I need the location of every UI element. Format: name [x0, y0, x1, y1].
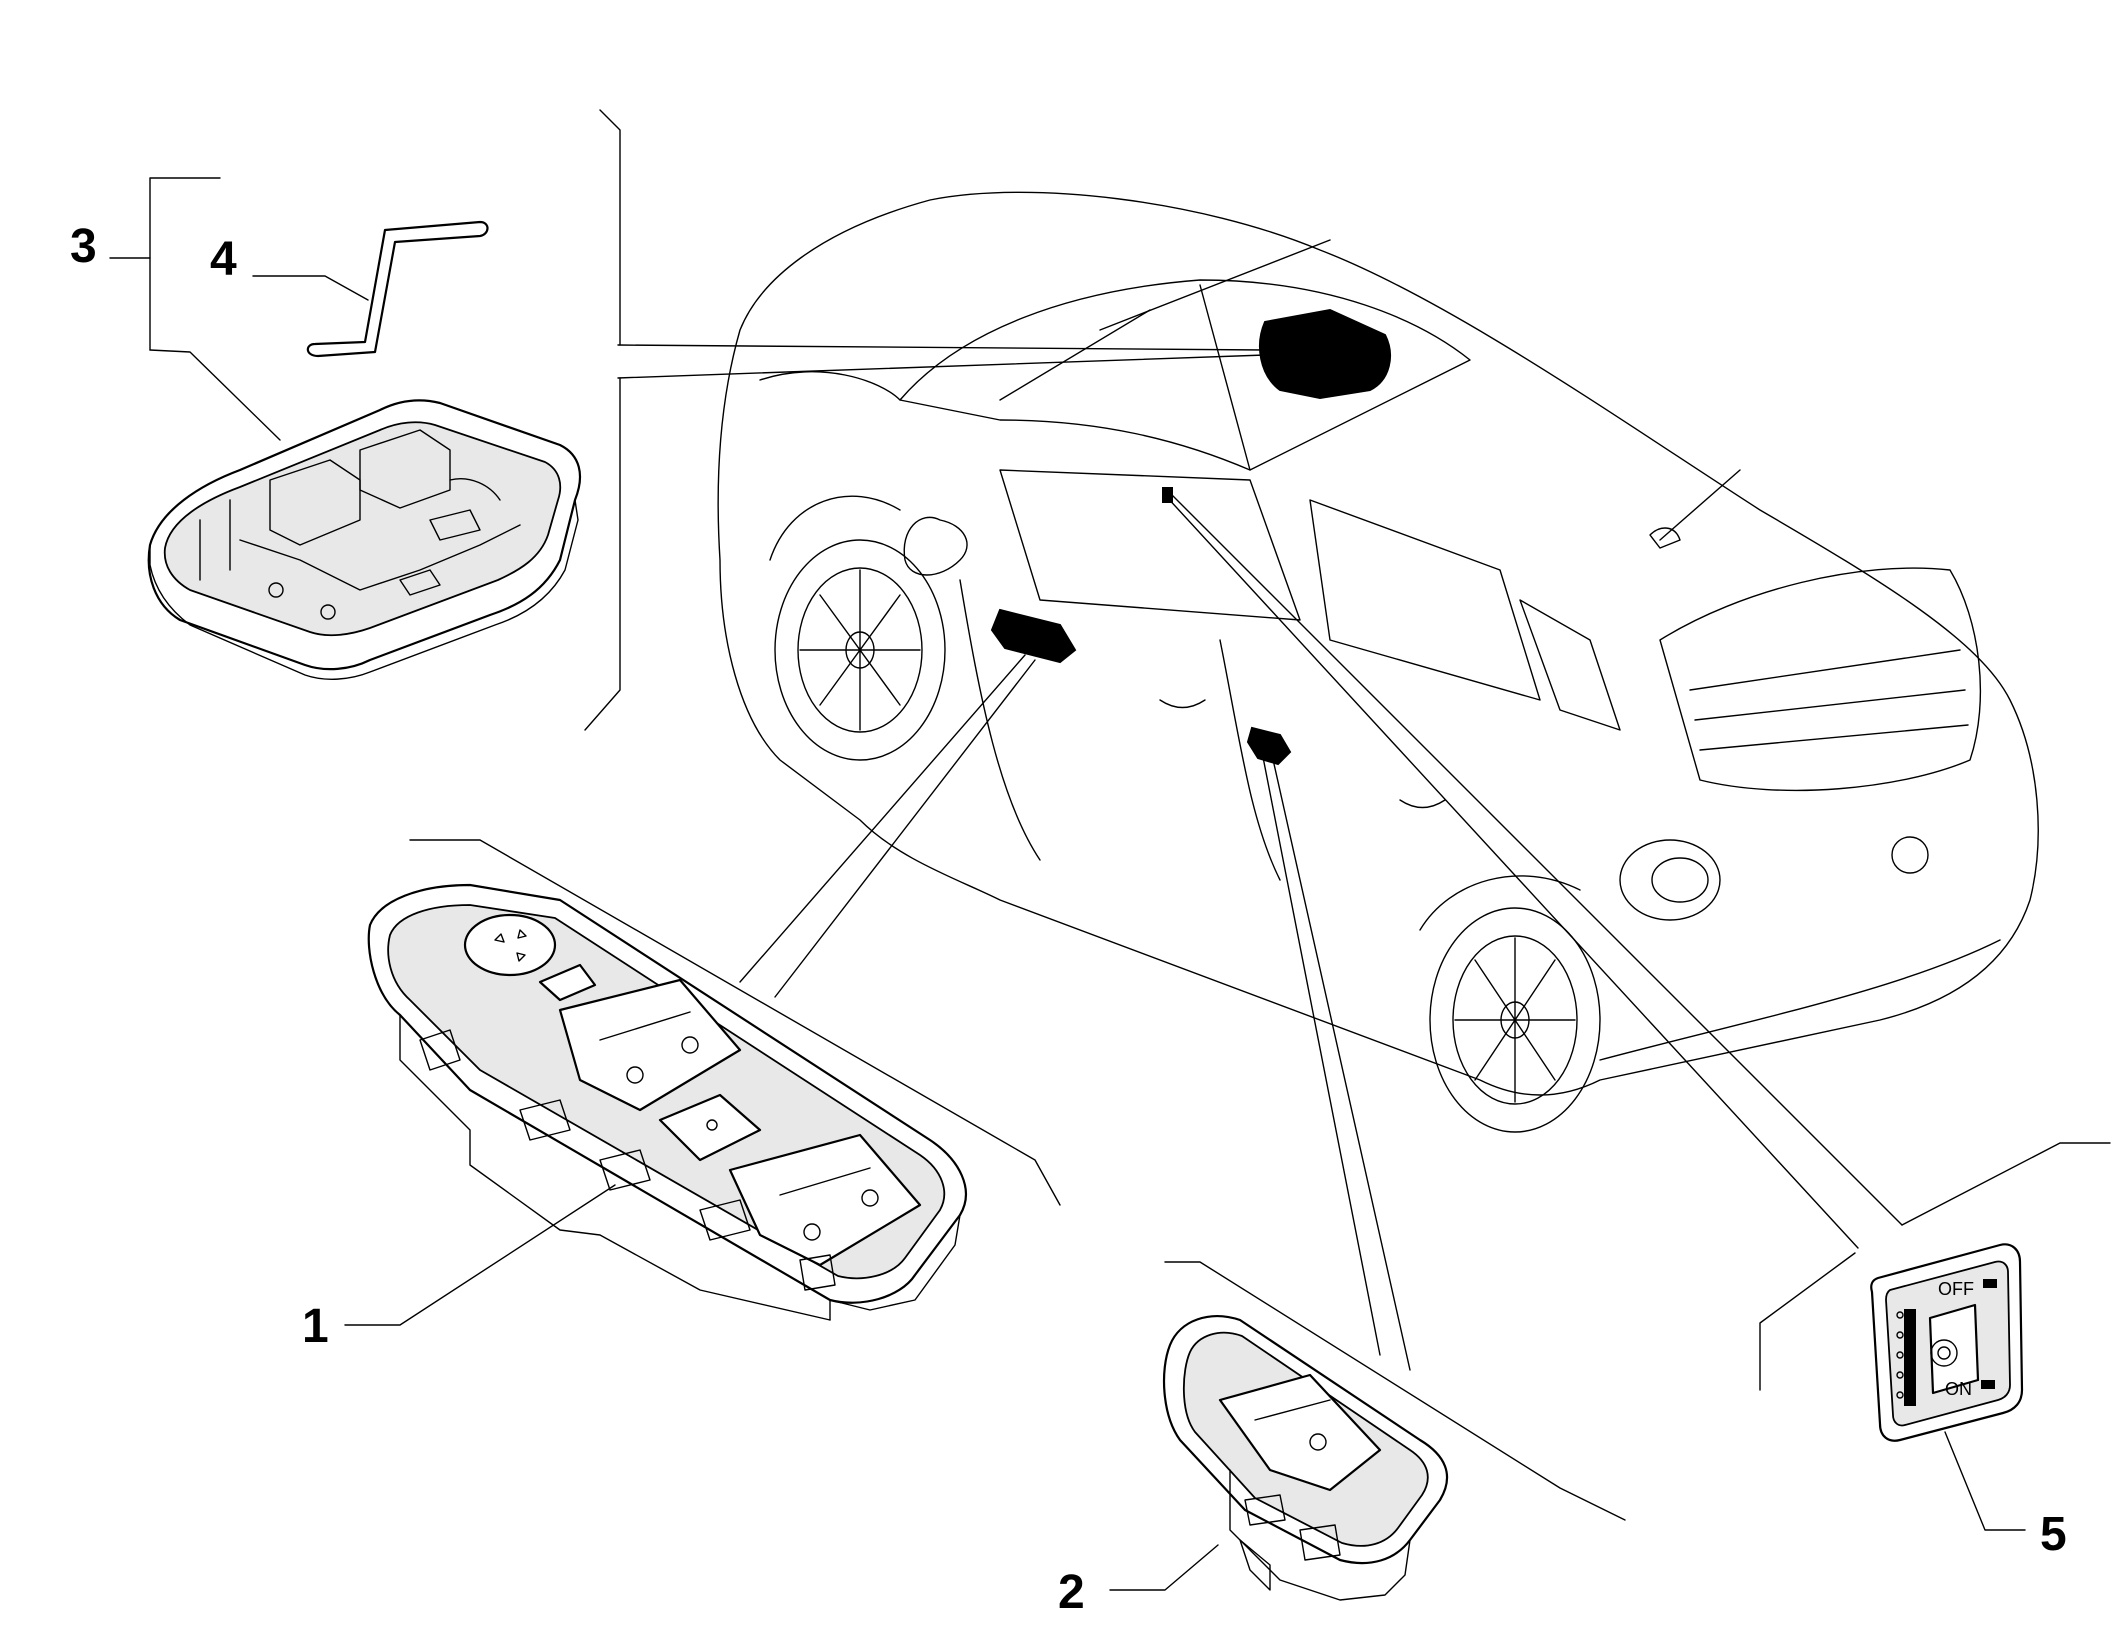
callout-2-leader [1109, 1544, 1219, 1591]
roof-module-part [147, 399, 582, 680]
single-switch-part [1162, 1315, 1449, 1601]
callout-label-1: 1 [302, 1300, 329, 1353]
hex-key-part [306, 220, 489, 358]
roof-module-highlight [1259, 308, 1391, 400]
callout-label-5: 5 [2040, 1508, 2067, 1561]
callout-label-2: 2 [1058, 1566, 1085, 1619]
callout-1-leader [344, 1184, 616, 1326]
dash-switch-part: OFF ON [1870, 1243, 2024, 1442]
callout-5-leader [1944, 1431, 2026, 1531]
rear-switch-highlight [1246, 726, 1292, 766]
callout-label-3: 3 [70, 220, 97, 273]
callout-3-bracket [109, 177, 369, 441]
car-illustration [717, 191, 2039, 1133]
leader-lines [409, 109, 2111, 1521]
front-switch-highlight [990, 608, 1077, 664]
switch-off-label: OFF [1938, 1279, 1974, 1299]
master-switch-part [367, 883, 967, 1321]
switch-on-label: ON [1945, 1379, 1972, 1399]
callout-label-4: 4 [210, 233, 237, 286]
